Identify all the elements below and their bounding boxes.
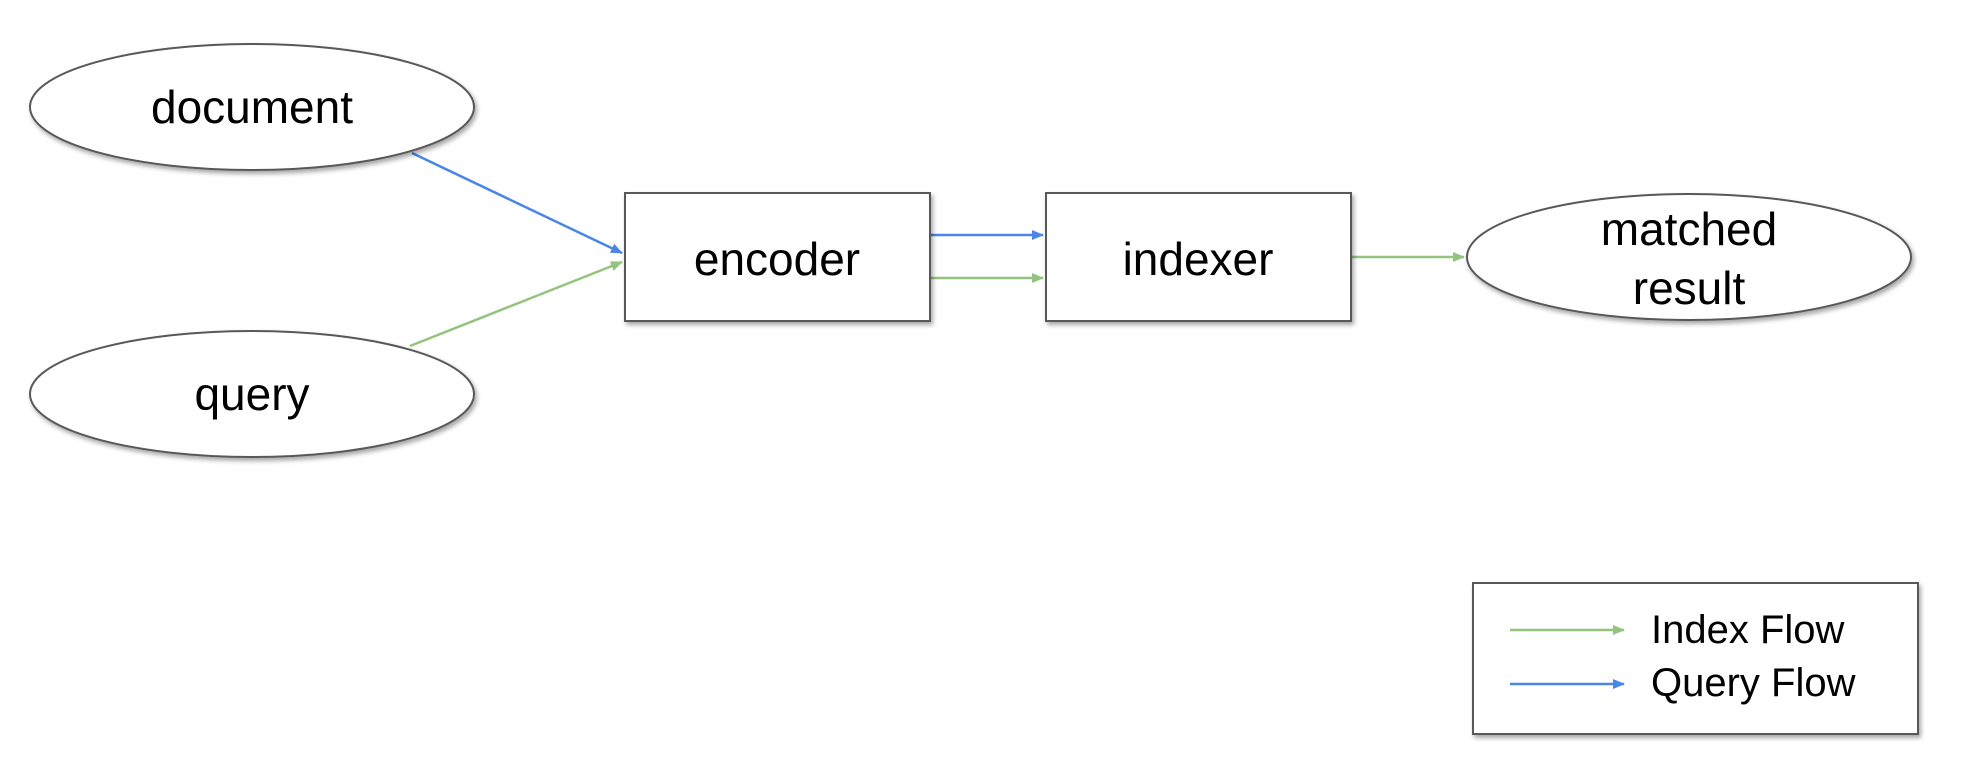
arrow-query-to-encoder bbox=[409, 260, 623, 348]
node-query: query bbox=[29, 330, 475, 458]
node-encoder: encoder bbox=[624, 192, 931, 322]
node-matched-result: matched result bbox=[1466, 193, 1912, 321]
legend-query-flow-label: Query Flow bbox=[1651, 661, 1856, 705]
node-document-label: document bbox=[151, 81, 353, 133]
node-encoder-label: encoder bbox=[694, 233, 860, 285]
node-indexer-label: indexer bbox=[1123, 233, 1274, 285]
legend-index-flow-label: Index Flow bbox=[1651, 608, 1845, 652]
node-matched-result-label-line1: matched bbox=[1601, 203, 1777, 255]
legend: Index Flow Query Flow bbox=[1472, 582, 1919, 735]
node-indexer: indexer bbox=[1045, 192, 1352, 322]
node-document: document bbox=[29, 43, 475, 171]
node-matched-result-label-line2: result bbox=[1633, 262, 1746, 314]
legend-box bbox=[1472, 582, 1919, 735]
arrow-document-to-encoder bbox=[411, 151, 623, 255]
node-query-label: query bbox=[194, 368, 309, 420]
